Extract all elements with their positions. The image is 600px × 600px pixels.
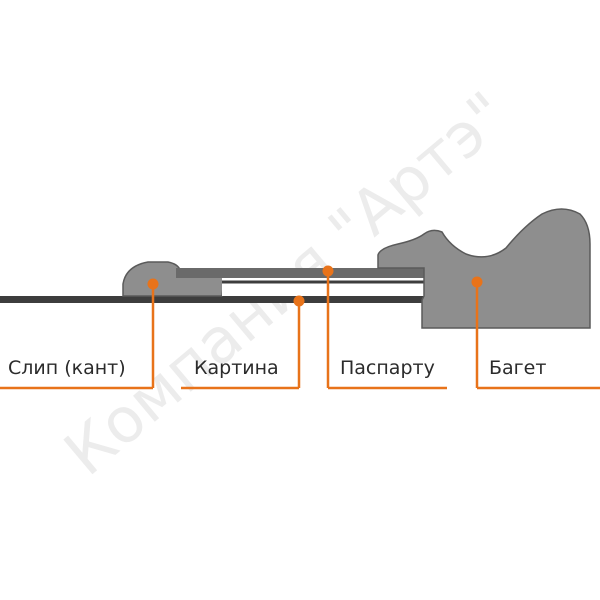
label-passepartout: Паспарту (340, 357, 435, 379)
callout-passepartout: Паспарту (322, 265, 447, 390)
callout-slip: Слип (кант) (0, 278, 159, 390)
callout-picture: Картина (181, 295, 305, 390)
label-slip: Слип (кант) (8, 357, 126, 379)
label-baguette: Багет (489, 357, 546, 379)
baguette-profile (377, 208, 591, 329)
label-picture: Картина (194, 357, 279, 379)
callout-baguette: Багет (471, 276, 600, 390)
slip-profile (122, 261, 225, 297)
callout-dot-slip (147, 278, 159, 290)
passepartout-layer (176, 268, 426, 278)
callout-dot-baguette (471, 276, 483, 288)
callout-dot-picture (293, 295, 305, 307)
picture-layer (0, 296, 424, 303)
callout-dot-passepartout (322, 265, 334, 277)
